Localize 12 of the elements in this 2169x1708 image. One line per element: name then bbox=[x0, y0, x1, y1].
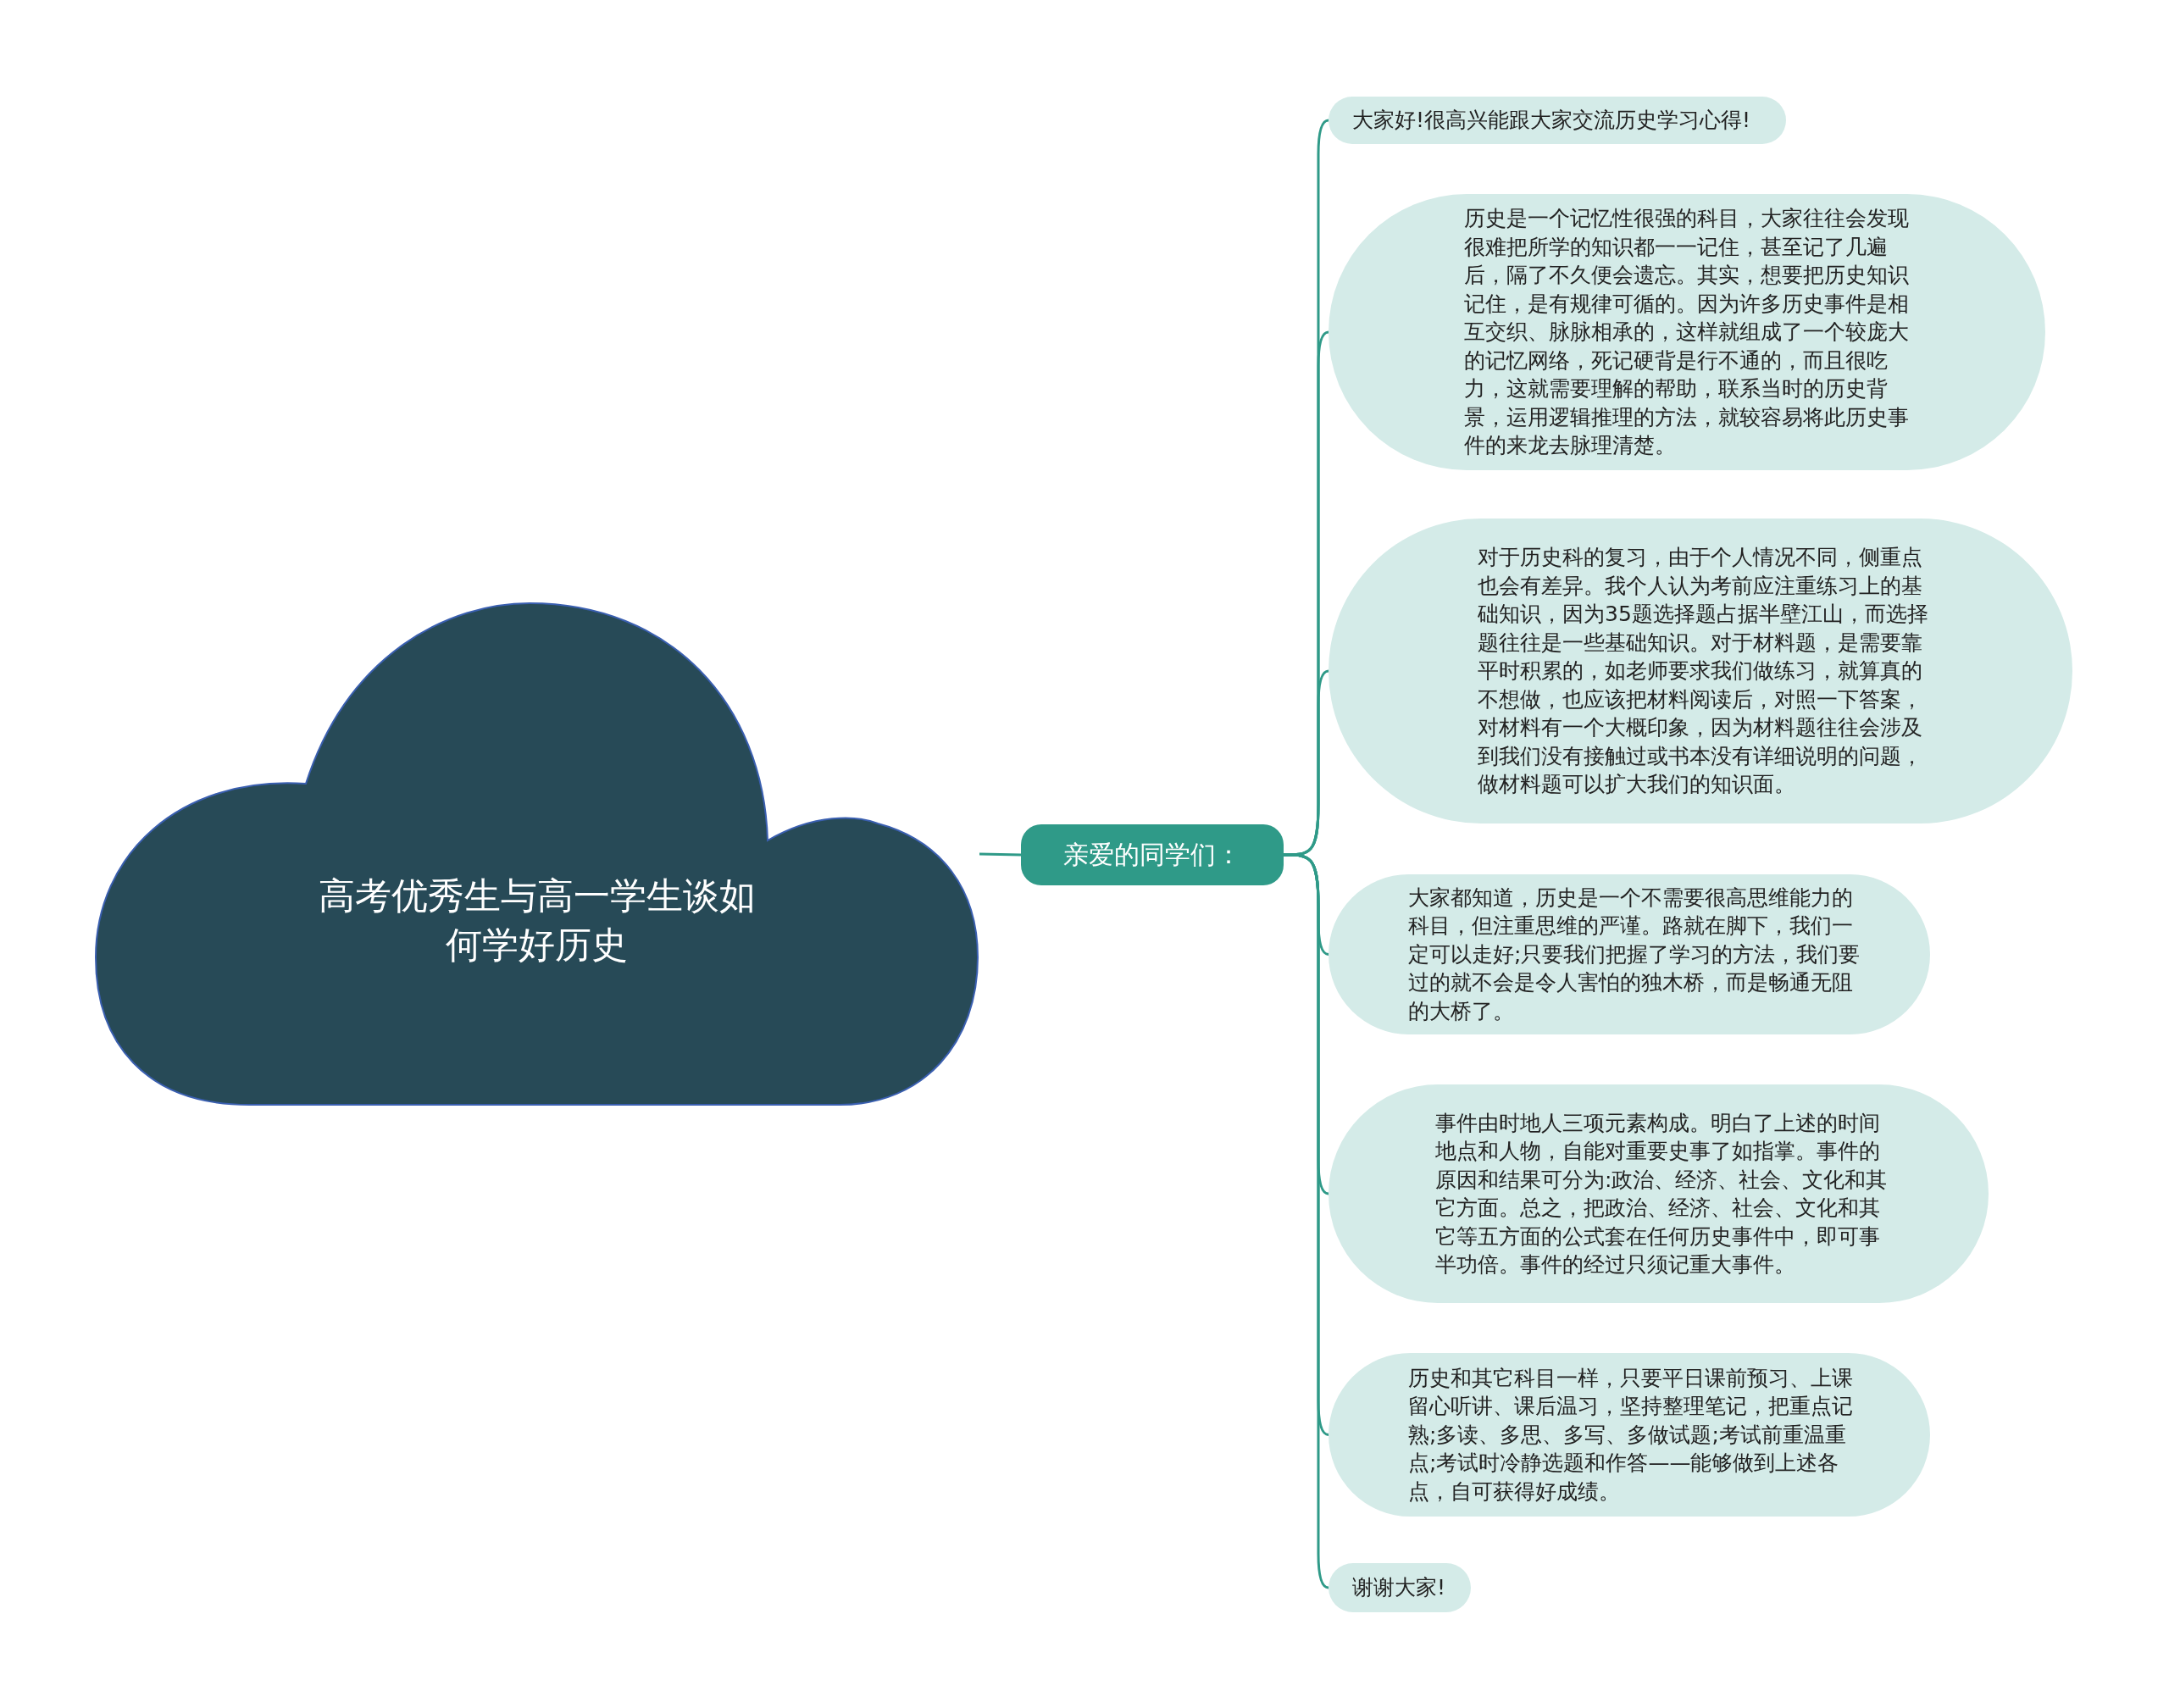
text-bubble: 历史和其它科目一样，只要平日课前预习、上课留心听讲、课后温习，坚持整理笔记，把重点记熟;多读、多思、多写、多做试题;考试前重温重点;考试时冷静选题和作答——能够做到上述各点，自可获得好成绩。 bbox=[1329, 1353, 1930, 1517]
topic-box: 亲爱的同学们： bbox=[1021, 824, 1284, 885]
connector-line bbox=[979, 852, 1022, 857]
text-bubble: 大家好!很高兴能跟大家交流历史学习心得! bbox=[1329, 97, 1786, 144]
title-text: 高考优秀生与高一学生谈如何学好历史 bbox=[317, 873, 757, 968]
text-bubble: 谢谢大家! bbox=[1329, 1563, 1471, 1612]
text-bubble: 历史是一个记忆性很强的科目，大家往往会发现很难把所学的知识都一一记住，甚至记了几遍后，隔了不久便会遗忘。其实，想要把历史知识记住，是有规律可循的。因为许多历史事件是相互交织、脉脉相承的，这样就组成了一个较庞大的记忆网络，死记硬背是行不通的，而且很吃力，这就需要理解的帮助，联系当时的历史背景，运用逻辑推理的方法，就较容易将此历史事件的来龙去脉理清楚。 bbox=[1329, 194, 2045, 470]
connector-line bbox=[1284, 669, 1329, 857]
text-bubble: 事件由时地人三项元素构成。明白了上述的时间地点和人物，自能对重要史事了如指掌。事件的原因和结果可分为:政治、经济、社会、文化和其它方面。总之，把政治、经济、社会、文化和其它等五方面的公式套在任何历史事件中，即可事半功倍。事件的经过只须记重大事件。 bbox=[1329, 1084, 1989, 1303]
text-bubble: 对于历史科的复习，由于个人情况不同，侧重点也会有差异。我个人认为考前应注重练习上的基础知识，因为35题选择题占据半壁江山，而选择题往往是一些基础知识。对于材料题，是需要靠平时积累的，如老师要求我们做练习，就算真的不想做，也应该把材料阅读后，对照一下答案，对材料有一个大概印象，因为材料题往往会涉及到我们没有接触过或书本没有详细说明的问题，做材料题可以扩大我们的知识面。 bbox=[1329, 518, 2072, 824]
cloud-shape bbox=[94, 602, 979, 1106]
text-bubble: 大家都知道，历史是一个不需要很高思维能力的科目，但注重思维的严谨。路就在脚下，我们一定可以走好;只要我们把握了学习的方法，我们要过的就不会是令人害怕的独木桥，而是畅通无阻的大桥了。 bbox=[1329, 874, 1930, 1034]
